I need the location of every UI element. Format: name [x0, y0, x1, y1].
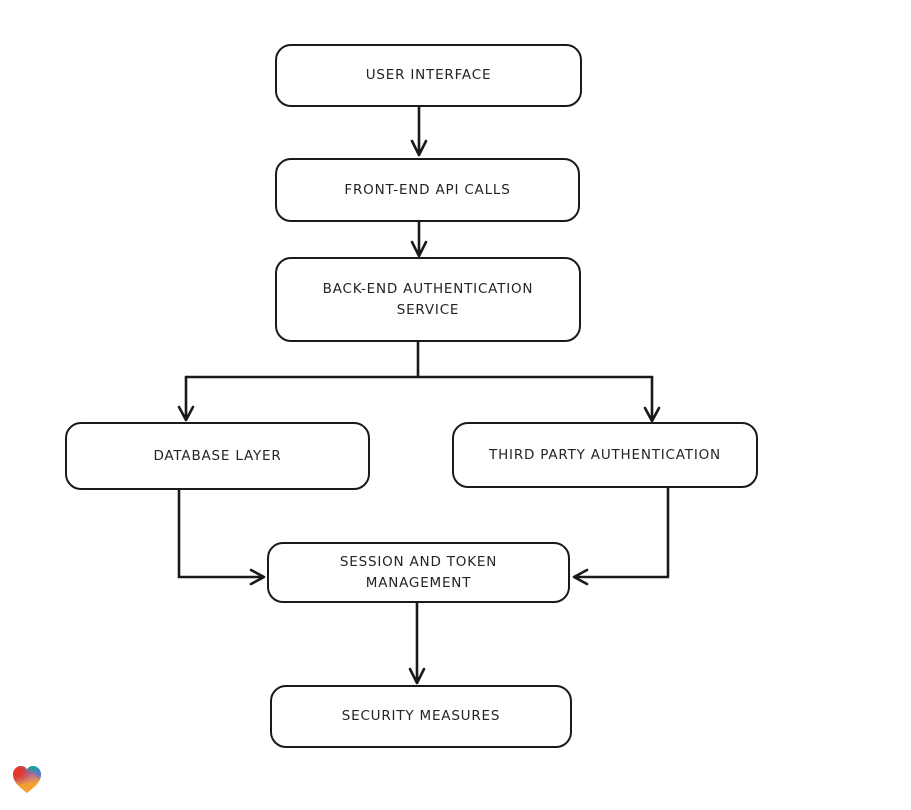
node-back-end-authentication-service: BACK-END AUTHENTICATION SERVICE — [275, 257, 581, 342]
edge-back-end-branch-trunk — [184, 340, 654, 379]
node-third-party-authentication: THIRD PARTY AUTHENTICATION — [452, 422, 758, 488]
edge-user-interface-to-front-end — [410, 105, 428, 157]
node-front-end-api-calls: FRONT-END API CALLS — [275, 158, 580, 222]
node-database-layer-label: DATABASE LAYER — [153, 447, 282, 464]
node-session-and-token-management-label: SESSION AND TOKEN MANAGEMENT — [339, 553, 498, 591]
heart-logo-icon[interactable] — [10, 763, 44, 795]
edge-front-end-to-back-end — [410, 220, 428, 258]
node-security-measures: SECURITY MEASURES — [270, 685, 572, 748]
node-user-interface-label: USER INTERFACE — [365, 67, 492, 84]
edge-back-end-to-third-party — [643, 375, 661, 423]
node-session-and-token-management: SESSION AND TOKEN MANAGEMENT — [267, 542, 570, 603]
node-user-interface: USER INTERFACE — [275, 44, 582, 107]
node-database-layer: DATABASE LAYER — [65, 422, 370, 490]
node-back-end-authentication-service-label: BACK-END AUTHENTICATION SERVICE — [322, 280, 534, 318]
node-front-end-api-calls-label: FRONT-END API CALLS — [344, 181, 511, 198]
node-security-measures-label: SECURITY MEASURES — [341, 708, 501, 725]
node-third-party-authentication-label: THIRD PARTY AUTHENTICATION — [489, 446, 721, 463]
edge-session-to-security — [408, 601, 426, 685]
edge-database-to-session — [177, 488, 266, 586]
edge-back-end-to-database — [177, 375, 195, 422]
edge-third-party-to-session — [572, 485, 670, 586]
